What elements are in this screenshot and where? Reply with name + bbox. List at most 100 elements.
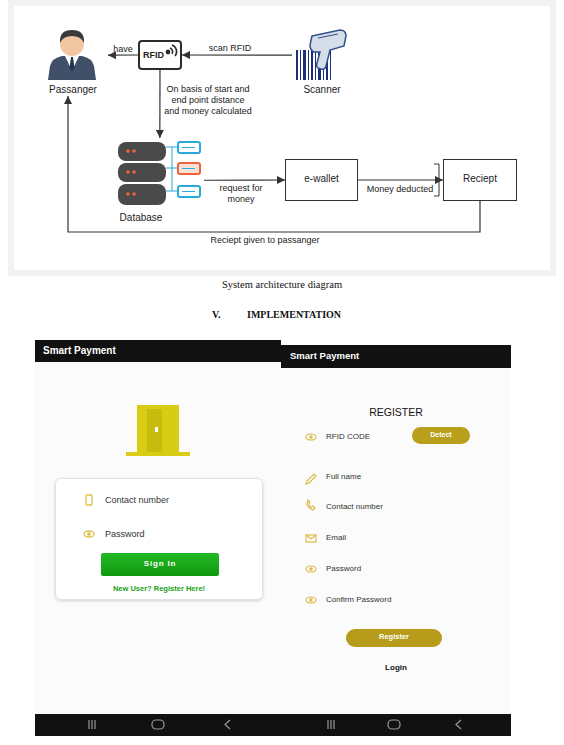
scanner-illustration	[310, 30, 346, 69]
database-illustration	[132, 170, 136, 174]
diagram-frame	[8, 0, 556, 276]
edge-label: Money deducted	[358, 184, 442, 195]
rfid-waves	[172, 45, 177, 56]
section-heading: V.	[212, 309, 220, 320]
person-illustration	[48, 56, 96, 80]
button-label: Register	[346, 633, 442, 642]
barcode-illustration	[308, 50, 309, 80]
register-link: New User? Register Here!	[56, 585, 262, 594]
edge-label: scan RFID	[200, 43, 260, 54]
input-placeholder: Contact number	[326, 502, 383, 511]
section-heading: IMPLEMENTATION	[247, 309, 341, 320]
bracket-symbol	[434, 164, 439, 196]
phone-screen-illustration	[35, 340, 281, 736]
phone-screen-illustration	[35, 340, 281, 362]
person-illustration	[65, 56, 79, 71]
rfid-waves	[166, 45, 176, 56]
register-button: Register	[346, 629, 442, 647]
field-icon	[84, 495, 94, 537]
scanner-illustration	[318, 34, 338, 38]
field-icon	[306, 535, 316, 542]
input-placeholder: Full name	[326, 472, 361, 481]
barcode-illustration	[311, 50, 313, 80]
nav-bar-icons	[89, 720, 95, 729]
phone-screen-illustration	[35, 340, 281, 736]
door-logo	[126, 405, 190, 456]
button-label: Detect	[412, 431, 470, 439]
barcode-illustration	[315, 50, 316, 80]
sign-in-button: Sign In	[101, 553, 219, 576]
database-illustration	[118, 163, 166, 182]
phone-screen-illustration	[281, 345, 511, 736]
field-icon	[307, 500, 315, 510]
process-box: e-wallet	[285, 159, 358, 201]
phone-screen-illustration	[281, 714, 511, 736]
input-placeholder: RFID CODE	[326, 432, 370, 441]
phone-screen: Smart PaymentContact numberPasswordNew U…	[35, 340, 281, 736]
bracket-symbol	[434, 164, 439, 196]
detect-button: Detect	[412, 427, 470, 444]
database-illustration	[132, 149, 136, 153]
edge-label: have	[108, 44, 138, 55]
database-illustration	[166, 147, 178, 191]
connector-arrow	[108, 54, 138, 55]
login-link: Login	[281, 663, 511, 672]
app-title: Smart Payment	[43, 345, 116, 357]
database-icon: Database	[112, 138, 204, 226]
passenger-icon: Passanger	[38, 28, 108, 96]
diagram-frame	[8, 0, 556, 276]
database-illustration	[132, 192, 136, 196]
phone-screen-illustration	[281, 345, 511, 736]
process-box: Reciept	[443, 159, 517, 201]
field-icon	[310, 599, 312, 601]
database-illustration	[126, 170, 130, 174]
connector-arrow	[159, 70, 160, 138]
database-illustration	[126, 149, 130, 153]
field-icon	[88, 533, 90, 535]
diagram-frame	[14, 6, 550, 270]
edge-label: request for money	[210, 183, 272, 205]
phone-screen-illustration	[281, 345, 511, 368]
server-illustration	[178, 142, 200, 197]
button-label: Sign In	[101, 559, 219, 568]
nav-bar-icons	[456, 720, 461, 729]
node-label: Database	[112, 212, 170, 224]
edge-label: On basis of start and end point distance…	[164, 84, 252, 116]
field-icon	[84, 531, 94, 537]
node-label: Reciept	[444, 173, 516, 185]
field-icon	[306, 535, 316, 539]
node-label: Scanner	[292, 84, 352, 96]
nav-bar-icons	[225, 720, 230, 729]
connector-arrow	[204, 179, 285, 180]
node-label: e-wallet	[286, 173, 357, 185]
connector-arrow	[182, 54, 292, 55]
rfid-waves	[170, 48, 173, 54]
phone-screen-illustration	[35, 714, 281, 736]
barcode-illustration	[303, 50, 306, 80]
scanner-icon: Scanner	[292, 28, 352, 96]
input-placeholder: Confirm Password	[326, 595, 391, 604]
input-placeholder: Password	[105, 529, 145, 539]
nav-bar-icons	[152, 720, 164, 729]
person-illustration	[60, 30, 84, 43]
person-illustration	[48, 30, 96, 80]
server-illustration	[182, 148, 195, 192]
node-label: RFID	[143, 50, 164, 60]
field-icon	[310, 568, 312, 570]
nav-bar-icons	[89, 720, 230, 729]
app-title: Smart Payment	[290, 351, 359, 362]
field-icon	[306, 434, 316, 440]
nav-bar-icons	[388, 720, 400, 729]
nav-bar-icons	[328, 720, 334, 729]
barcode-illustration	[300, 50, 301, 80]
input-placeholder: Contact number	[105, 495, 169, 505]
database-illustration	[118, 142, 166, 161]
login-card: Contact numberPasswordNew User? Register…	[55, 478, 263, 600]
scanner-illustration	[310, 30, 346, 69]
field-icon	[310, 436, 312, 438]
person-illustration	[70, 57, 75, 72]
